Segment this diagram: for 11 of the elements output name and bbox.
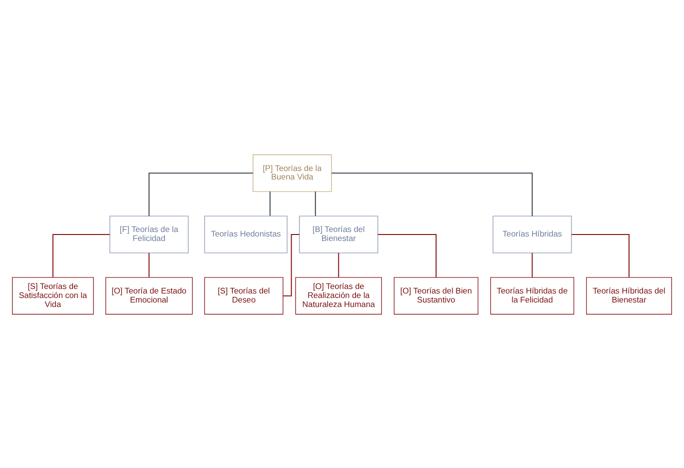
connector bbox=[338, 252, 340, 277]
connector bbox=[270, 191, 271, 216]
connector bbox=[283, 233, 300, 296]
connector bbox=[332, 172, 533, 216]
connector bbox=[532, 252, 533, 277]
connector bbox=[572, 233, 630, 277]
connector bbox=[148, 252, 150, 277]
connector bbox=[52, 233, 110, 277]
connector bbox=[148, 172, 253, 216]
connector bbox=[314, 191, 316, 216]
connector bbox=[378, 233, 437, 277]
